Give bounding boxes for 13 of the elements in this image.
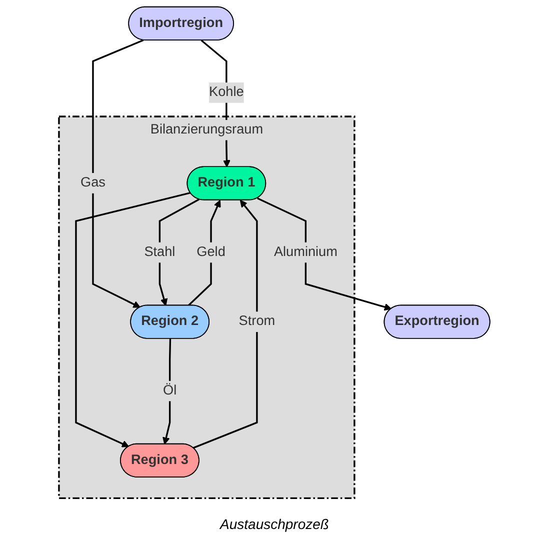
edge-label: Gas <box>80 176 106 190</box>
arrow <box>192 200 258 449</box>
edge-label: Stahl <box>144 244 176 260</box>
edge-label: Geld <box>196 244 226 260</box>
arrow <box>92 39 144 308</box>
edge-label: Aluminium <box>274 244 338 260</box>
note-text: Austauschprozeß <box>220 516 329 532</box>
edge-label: Öl <box>163 383 177 398</box>
arrow <box>257 197 392 311</box>
arrow <box>75 192 191 448</box>
arrow <box>162 338 172 445</box>
edge-label: Kohle <box>209 85 244 100</box>
edge-label: Strom <box>238 314 276 329</box>
